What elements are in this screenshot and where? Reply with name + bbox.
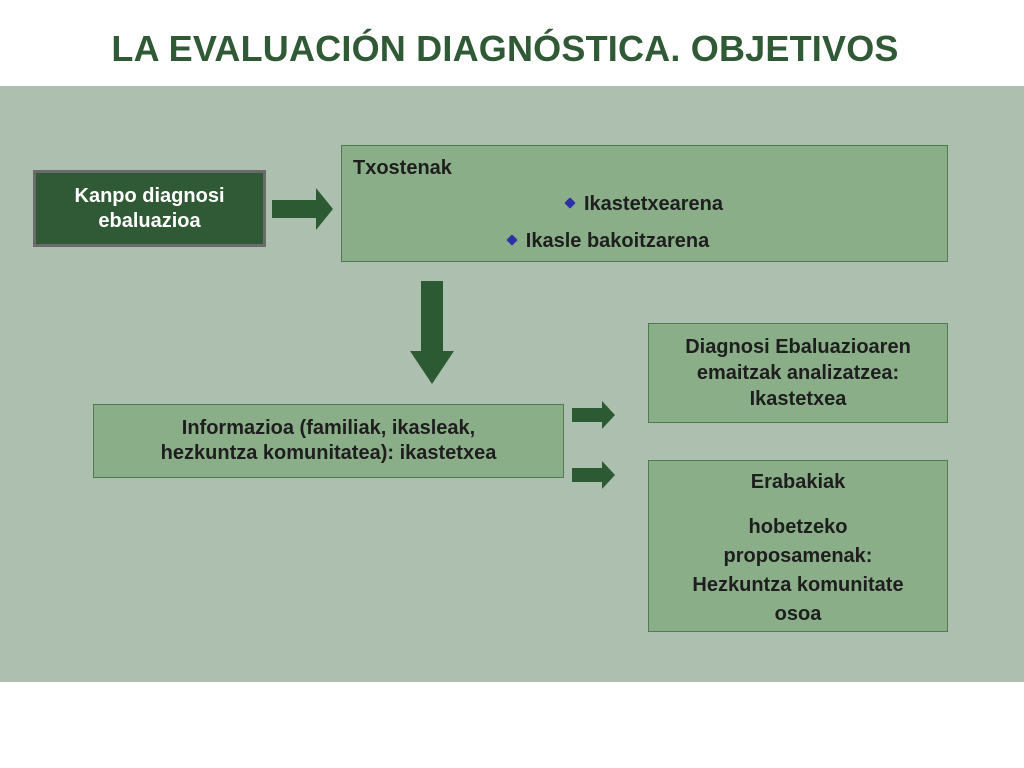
box-kanpo-line1: Kanpo diagnosi [74,184,225,207]
erabakiak-line1: hobetzeko [748,516,848,538]
txostenak-item: Ikastetxearena [342,192,947,217]
erabakiak-title: Erabakiak [750,471,846,493]
erabakiak-body: hobetzeko proposamenak: Hezkuntza komuni… [649,513,947,629]
box-diagnosi-line1: Diagnosi Ebaluazioaren [685,336,911,358]
txostenak-item-label: Ikastetxearena [584,193,723,215]
block-arrow-icon [410,281,454,384]
txostenak-title: Txostenak [353,157,452,179]
box-informazioa-line1: Informazioa (familiak, ikasleak, [181,417,476,439]
box-diagnosi-line2: emaitzak analizatzea: [696,362,900,384]
box-informazioa: Informazioa (familiak, ikasleak, hezkunt… [93,404,564,478]
txostenak-item: Ikasle bakoitzarena [306,229,911,254]
diamond-bullet-icon [564,197,576,209]
erabakiak-line3: Hezkuntza komunitate [692,574,904,596]
box-kanpo-line2: ebaluazioa [98,209,201,232]
box-diagnosi-line3: Ikastetxea [749,388,847,410]
box-informazioa-line2: hezkuntza komunitatea): ikastetxea [160,442,497,464]
block-arrow-icon [572,461,615,489]
box-kanpo-diagnosi: Kanpo diagnosi ebaluazioa [33,170,266,247]
block-arrow-icon [572,401,615,429]
block-arrow-icon [272,188,333,230]
txostenak-item-label: Ikasle bakoitzarena [525,230,710,252]
box-txostenak: Txostenak Ikastetxearena Ikasle bakoitza… [341,145,948,262]
box-diagnosi-ebaluazioa: Diagnosi Ebaluazioaren emaitzak analizat… [648,323,948,423]
box-erabakiak: Erabakiak hobetzeko proposamenak: Hezkun… [648,460,948,632]
diamond-bullet-icon [506,234,518,246]
erabakiak-line4: osoa [774,603,822,625]
slide-title: LA EVALUACIÓN DIAGNÓSTICA. OBJETIVOS [111,28,899,69]
erabakiak-line2: proposamenak: [723,545,873,567]
